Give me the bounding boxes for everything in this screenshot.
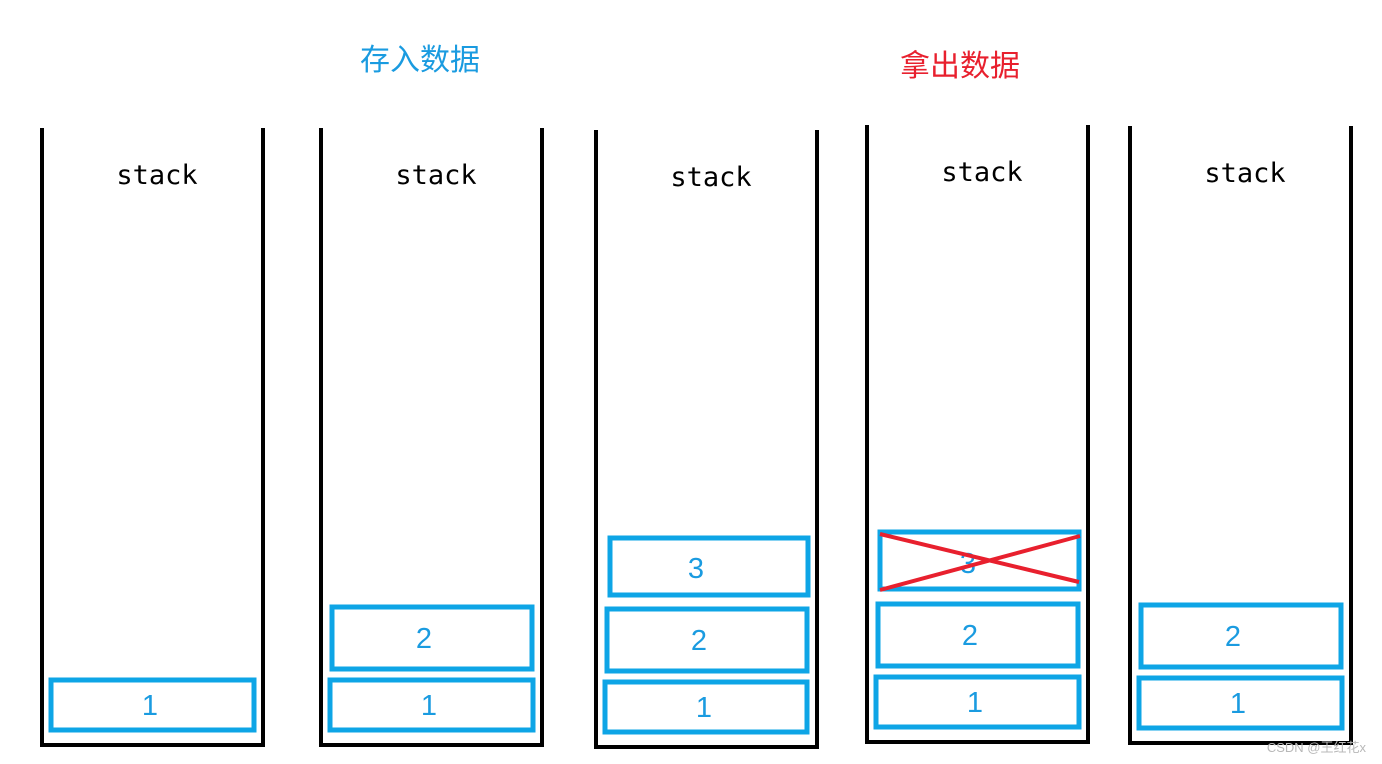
stack-item-value: 1 [967, 687, 983, 719]
stack-item-value: 2 [1225, 621, 1241, 653]
cross-mark-line [879, 534, 1081, 592]
stack-label: stack [116, 160, 197, 191]
stack-item-value: 1 [696, 692, 712, 724]
stack-item-box [48, 677, 257, 733]
push-title: 存入数据 [360, 43, 480, 78]
removed-item-box [877, 529, 1082, 592]
stack-item-box [607, 535, 811, 598]
stack-item-value: 1 [1230, 688, 1246, 720]
stack-4: stack 1 2 3 [865, 125, 1090, 744]
stack-2: stack 1 2 [319, 128, 544, 747]
stack-item-value: 2 [416, 623, 432, 655]
stack-label: stack [1204, 158, 1285, 189]
stack-item-value: 3 [688, 553, 704, 585]
stack-item-value: 2 [962, 620, 978, 652]
stack-item-box [1136, 675, 1345, 731]
stack-outline [1128, 126, 1353, 745]
stack-label: stack [395, 160, 476, 191]
stack-item-box [327, 677, 536, 733]
stack-item-value: 2 [691, 625, 707, 657]
stack-item-box [873, 674, 1082, 730]
stack-item-box [1138, 602, 1344, 670]
stack-1: stack 1 [40, 128, 265, 747]
stack-item-box [602, 679, 810, 735]
stack-item-box [604, 606, 810, 674]
stack-outline [865, 125, 1090, 744]
stack-outline [319, 128, 544, 747]
stack-label: stack [941, 157, 1022, 188]
watermark: CSDN @王红花x [1267, 740, 1367, 755]
stack-item-value: 1 [421, 690, 437, 722]
stack-item-value: 1 [142, 690, 158, 722]
pop-title: 拿出数据 [900, 49, 1020, 84]
stack-item-box [875, 601, 1081, 669]
stack-outline [594, 130, 819, 749]
stack-label: stack [670, 162, 751, 193]
stack-3: stack 1 2 3 [594, 130, 819, 749]
stack-outline [40, 128, 265, 747]
stack-item-box [329, 604, 535, 672]
stack-5: stack 1 2 [1128, 126, 1353, 745]
cross-mark-line [879, 532, 1080, 584]
